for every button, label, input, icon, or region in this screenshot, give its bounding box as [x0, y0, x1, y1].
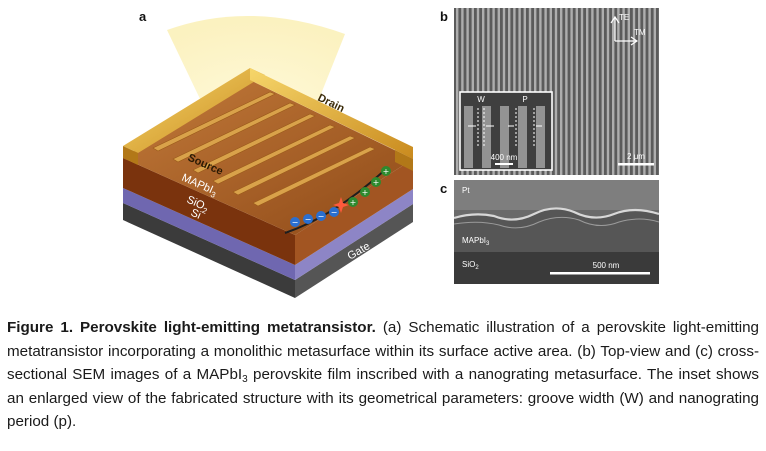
holes: + + + + [348, 166, 391, 207]
electron-3 [316, 211, 326, 221]
perovskite-label: MAPbI3 [462, 236, 490, 247]
si-layer-front [123, 203, 295, 298]
sem-inset: W P 400 nm [459, 91, 553, 171]
hole-2 [360, 187, 370, 197]
caption-text-1: (a) Schematic illustration of a perovski… [7, 319, 759, 383]
panel-label-a: a [139, 9, 147, 24]
grating-line [565, 8, 568, 175]
grating-line [632, 8, 636, 175]
electron-1 [290, 217, 300, 227]
svg-text:−: − [305, 215, 312, 224]
grating-line [575, 8, 578, 175]
oxide-label: SiO2 [462, 260, 479, 271]
svg-text:+: + [373, 178, 380, 187]
pt-label: Pt [462, 186, 470, 195]
drain-electrode [250, 68, 413, 159]
oxide-layer-side [295, 189, 413, 280]
main-scale-label: 2 μm [627, 152, 645, 161]
panel-label-c: c [440, 181, 448, 196]
svg-text:+: + [362, 188, 369, 197]
sem-top-view: TE TM W P 400 nm 2 μm [454, 8, 659, 175]
polarization-axes [610, 15, 639, 46]
grating-line [638, 8, 641, 175]
grating-line [653, 8, 656, 175]
inset-grating-line [482, 106, 491, 168]
svg-text:+: + [350, 198, 357, 207]
silicon-layer-label: Si [189, 207, 203, 222]
grating-line [560, 8, 563, 175]
period-label: P [522, 95, 527, 104]
oxide-substrate [454, 252, 659, 284]
hole-1 [348, 197, 358, 207]
device-schematic: − − − − + + + + Drain Source MAPbI3 SiO2… [123, 15, 413, 298]
grating-line [596, 8, 599, 175]
caption-subscript: 3 [242, 374, 248, 385]
source-electrode [123, 68, 265, 153]
grating-line [591, 8, 594, 175]
width-label: W [477, 95, 485, 104]
emission-spark [333, 197, 349, 213]
caption-text-2: perovskite film inscribed with a nanogra… [7, 366, 759, 430]
grating-line [456, 8, 459, 175]
grating-line [612, 8, 615, 175]
electron-4 [329, 207, 339, 217]
grating-line [643, 8, 646, 175]
si-layer-side [295, 204, 413, 298]
perovskite-layer-front [123, 158, 295, 265]
tm-label: TM [634, 28, 646, 37]
hole-3 [371, 177, 381, 187]
electrons: − − − − [290, 207, 339, 227]
te-label: TE [619, 13, 629, 22]
hole-4 [381, 166, 391, 176]
inset-grating-line [500, 106, 509, 168]
sem-cross-section: Pt MAPbI3 SiO2 500 nm [454, 180, 659, 284]
figure-caption: Figure 1. Perovskite light-emitting meta… [7, 316, 759, 434]
oxide-layer-front [123, 188, 295, 280]
grating-line [617, 8, 620, 175]
svg-text:+: + [383, 167, 390, 176]
grating-line [554, 8, 558, 175]
panel-label-b: b [440, 9, 448, 24]
grating-line [601, 8, 604, 175]
interdigitated-fingers [152, 91, 376, 207]
grating-line [580, 8, 584, 175]
inset-grating-line [536, 106, 545, 168]
grating-line [586, 8, 589, 175]
inset-grating-line [518, 106, 527, 168]
caption-title: Figure 1. Perovskite light-emitting meta… [7, 319, 376, 336]
electron-2 [303, 214, 313, 224]
grating-line [648, 8, 651, 175]
inset-grating-line [464, 106, 473, 168]
grating-line [627, 8, 630, 175]
grating-line [606, 8, 610, 175]
svg-text:−: − [318, 212, 325, 221]
cross-scale-label: 500 nm [593, 261, 620, 270]
grating-line [622, 8, 625, 175]
svg-text:−: − [331, 208, 338, 217]
perovskite-layer-side [295, 159, 413, 265]
grating-line [570, 8, 573, 175]
svg-text:−: − [292, 218, 299, 227]
inset-scale-label: 400 nm [491, 153, 518, 162]
